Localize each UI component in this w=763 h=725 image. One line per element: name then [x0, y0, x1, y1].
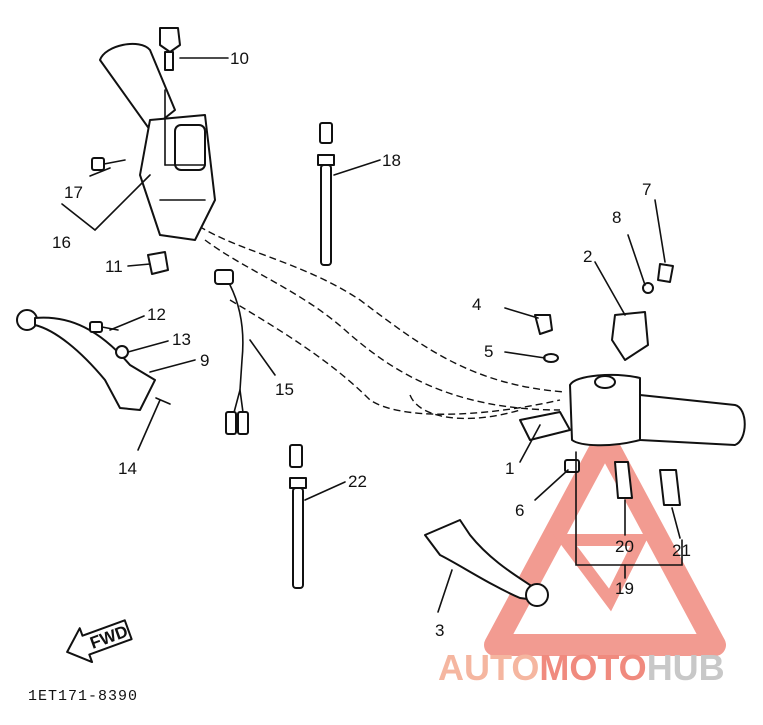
- fwd-arrow: FWD: [66, 619, 133, 664]
- callout-1: 1: [505, 459, 514, 478]
- clutch-lever: [16, 309, 156, 411]
- cable-ties: [289, 122, 335, 589]
- callout-8: 8: [612, 208, 621, 227]
- callout-14: 14: [118, 459, 137, 478]
- watermark-text: AUTOMOTOHUB: [438, 647, 725, 688]
- callout-17: 17: [64, 183, 83, 202]
- callout-12: 12: [147, 305, 166, 324]
- watermark-moto: MOTO: [539, 647, 646, 688]
- lever-bracket: [519, 311, 649, 441]
- handlebar: [189, 219, 566, 420]
- callout-13: 13: [172, 330, 191, 349]
- svg-text:AUTOMOTOHUB: AUTOMOTOHUB: [438, 647, 725, 688]
- watermark-hub: HUB: [647, 647, 725, 688]
- watermark-auto: AUTO: [438, 647, 539, 688]
- callout-10: 10: [230, 49, 249, 68]
- left-switch-assembly: [99, 42, 216, 241]
- callout-15: 15: [275, 380, 294, 399]
- leader-lines: [61, 57, 683, 613]
- callout-5: 5: [484, 342, 493, 361]
- callout-21: 21: [672, 541, 691, 560]
- callout-22: 22: [348, 472, 367, 491]
- callout-11: 11: [105, 257, 123, 276]
- callout-7: 7: [642, 180, 651, 199]
- right-switch-assembly: [569, 373, 746, 447]
- callout-9: 9: [200, 351, 209, 370]
- drawing-code: 1ET171-8390: [28, 688, 138, 705]
- callout-18: 18: [382, 151, 401, 170]
- callout-16: 16: [52, 233, 71, 252]
- callout-20: 20: [615, 537, 634, 556]
- brake-lever: [424, 519, 549, 607]
- callout-4: 4: [472, 295, 481, 314]
- callout-labels: 10 17 16 11 12 13 9 14 15 18 22 4 5 2 8 …: [52, 49, 691, 640]
- switch-wire: [214, 269, 249, 435]
- callout-3: 3: [435, 621, 444, 640]
- callout-19: 19: [615, 579, 634, 598]
- callout-6: 6: [515, 501, 524, 520]
- callout-2: 2: [583, 247, 592, 266]
